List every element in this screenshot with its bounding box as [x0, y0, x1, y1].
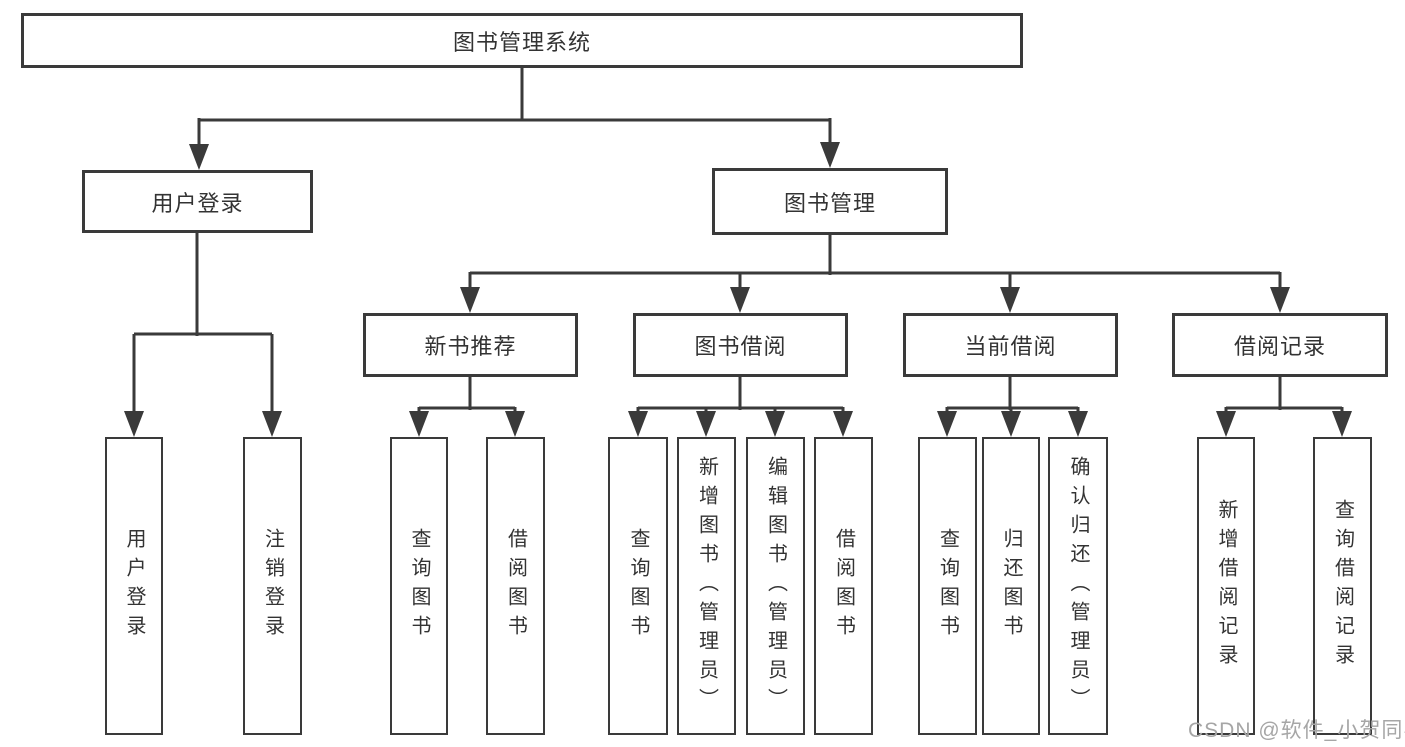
leaf-add-book-admin-label: 新增图书（管理员） — [695, 455, 718, 717]
leaf-edit-book-admin: 编辑图书（管理员） — [746, 437, 805, 735]
node-borrowing-records: 借阅记录 — [1172, 313, 1388, 377]
leaf-query-books-borrowing-label: 查询图书 — [627, 528, 649, 644]
leaf-borrow-books-recommend: 借阅图书 — [486, 437, 545, 735]
node-book-management: 图书管理 — [712, 168, 948, 235]
leaf-query-books-recommend-label: 查询图书 — [408, 528, 430, 644]
leaf-query-borrow-record: 查询借阅记录 — [1313, 437, 1372, 735]
leaf-confirm-return-admin-label: 确认归还（管理员） — [1067, 455, 1089, 717]
leaf-query-borrow-record-label: 查询借阅记录 — [1331, 499, 1354, 673]
leaf-return-book-label: 归还图书 — [1000, 528, 1022, 644]
leaf-return-book: 归还图书 — [982, 437, 1040, 735]
csdn-watermark: CSDN @软件_小贺同学 — [1188, 719, 1405, 742]
leaf-borrow-books-borrowing-label: 借阅图书 — [832, 528, 855, 644]
arrowhead-icons — [124, 142, 1352, 437]
leaf-query-books-current: 查询图书 — [918, 437, 977, 735]
leaf-user-login: 用户登录 — [105, 437, 163, 735]
node-current-borrowing: 当前借阅 — [903, 313, 1118, 377]
leaf-borrow-books-recommend-label: 借阅图书 — [504, 528, 527, 644]
leaf-user-login-label: 用户登录 — [123, 528, 145, 644]
leaf-query-books-borrowing: 查询图书 — [608, 437, 668, 735]
leaf-add-book-admin: 新增图书（管理员） — [677, 437, 736, 735]
leaf-edit-book-admin-label: 编辑图书（管理员） — [764, 455, 787, 717]
leaf-query-books-current-label: 查询图书 — [936, 528, 959, 644]
leaf-add-borrow-record: 新增借阅记录 — [1197, 437, 1255, 735]
leaf-query-books-recommend: 查询图书 — [390, 437, 448, 735]
leaf-confirm-return-admin: 确认归还（管理员） — [1048, 437, 1108, 735]
leaf-add-borrow-record-label: 新增借阅记录 — [1215, 499, 1237, 673]
leaf-logout: 注销登录 — [243, 437, 302, 735]
node-new-book-recommendation: 新书推荐 — [363, 313, 578, 377]
node-user-login: 用户登录 — [82, 170, 313, 233]
leaf-logout-label: 注销登录 — [261, 528, 284, 644]
leaf-borrow-books-borrowing: 借阅图书 — [814, 437, 873, 735]
node-book-borrowing: 图书借阅 — [633, 313, 848, 377]
node-library-management-system: 图书管理系统 — [21, 13, 1023, 68]
